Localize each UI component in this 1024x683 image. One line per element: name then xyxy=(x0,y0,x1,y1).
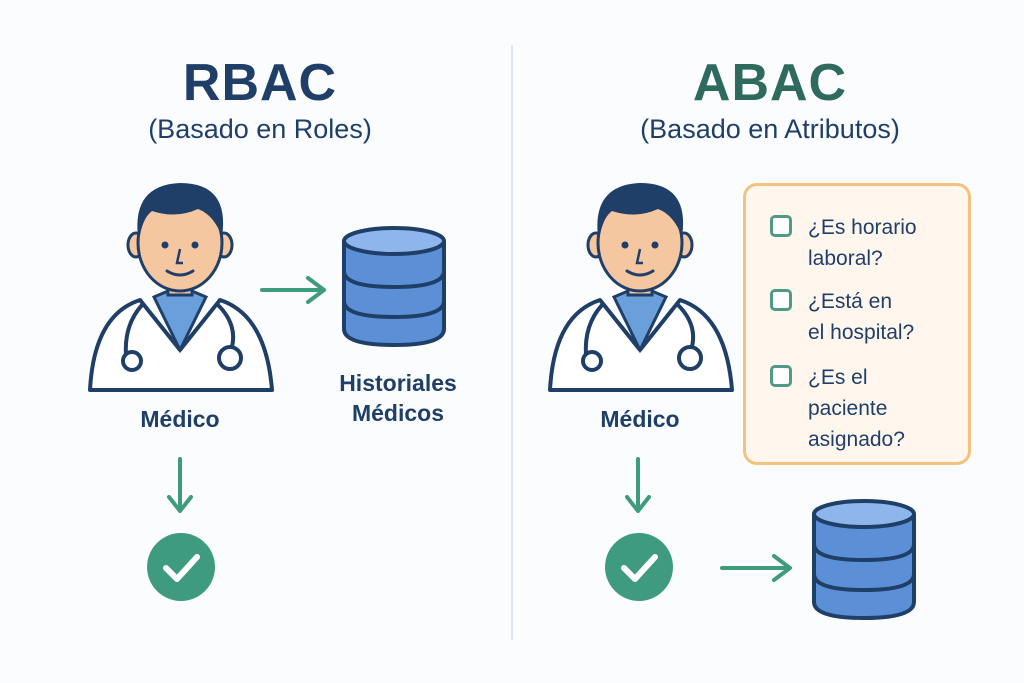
abac-medico-label: Médico xyxy=(600,406,680,432)
condition-item: ¿Es el paciente asignado? xyxy=(770,362,958,455)
condition-line: el hospital? xyxy=(808,321,915,344)
database-icon xyxy=(342,226,446,348)
arrow-right-icon xyxy=(720,554,792,582)
conditions-box: ¿Es horario laboral? ¿Está en el hospita… xyxy=(743,183,971,465)
doctor-icon xyxy=(88,183,274,392)
condition-line: paciente xyxy=(808,397,888,420)
checkbox-icon xyxy=(770,365,792,387)
arrow-down-icon xyxy=(167,457,193,513)
rbac-subtitle: (Basado en Roles) xyxy=(148,114,372,144)
condition-line: laboral? xyxy=(808,247,883,270)
abac-subtitle: (Basado en Atributos) xyxy=(640,114,900,144)
center-divider xyxy=(511,45,513,640)
condition-item: ¿Es horario laboral? xyxy=(770,212,958,274)
checkbox-icon xyxy=(770,215,792,237)
condition-line: asignado? xyxy=(808,428,905,451)
abac-title: ABAC xyxy=(692,54,848,112)
arrow-right-icon xyxy=(260,276,326,304)
arrow-down-icon xyxy=(625,457,651,513)
rbac-medico-label: Médico xyxy=(140,406,220,432)
condition-line: ¿Es horario xyxy=(808,216,917,239)
historiales-label: Historiales Médicos xyxy=(318,368,478,428)
database-icon xyxy=(812,499,916,621)
check-circle-icon xyxy=(147,533,215,601)
checkbox-icon xyxy=(770,289,792,311)
rbac-title: RBAC xyxy=(182,54,338,112)
condition-item: ¿Está en el hospital? xyxy=(770,286,958,348)
condition-line: ¿Está en xyxy=(808,290,893,313)
condition-line: ¿Es el xyxy=(808,366,868,389)
historiales-line1: Historiales xyxy=(339,370,457,396)
check-circle-icon xyxy=(605,533,673,601)
doctor-icon xyxy=(548,183,734,392)
historiales-line2: Médicos xyxy=(351,400,445,426)
